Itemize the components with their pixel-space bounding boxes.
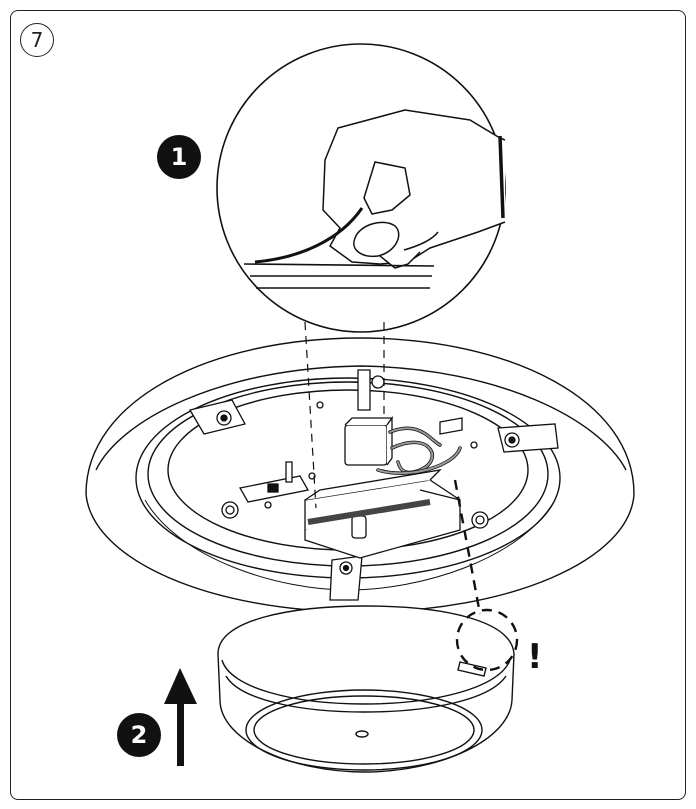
panel-frame [10, 10, 686, 800]
alignment-guide [453, 479, 519, 672]
callout-step-2: 2 [117, 713, 161, 757]
junction-box [304, 469, 461, 559]
projection-lines [304, 321, 385, 509]
terminal-block [344, 369, 463, 466]
detail-magnifier [216, 43, 506, 509]
wires [376, 426, 462, 475]
ground-clip [238, 461, 310, 509]
step-number-badge: 7 [20, 23, 54, 57]
hand-illustration [322, 109, 506, 269]
warning-exclamation: ! [527, 637, 543, 677]
ceiling-lines [243, 263, 435, 289]
mounting-brackets [188, 399, 559, 601]
lamp-cover [217, 605, 515, 773]
callout-step-1: 1 [157, 135, 201, 179]
up-arrow-icon [164, 668, 197, 766]
